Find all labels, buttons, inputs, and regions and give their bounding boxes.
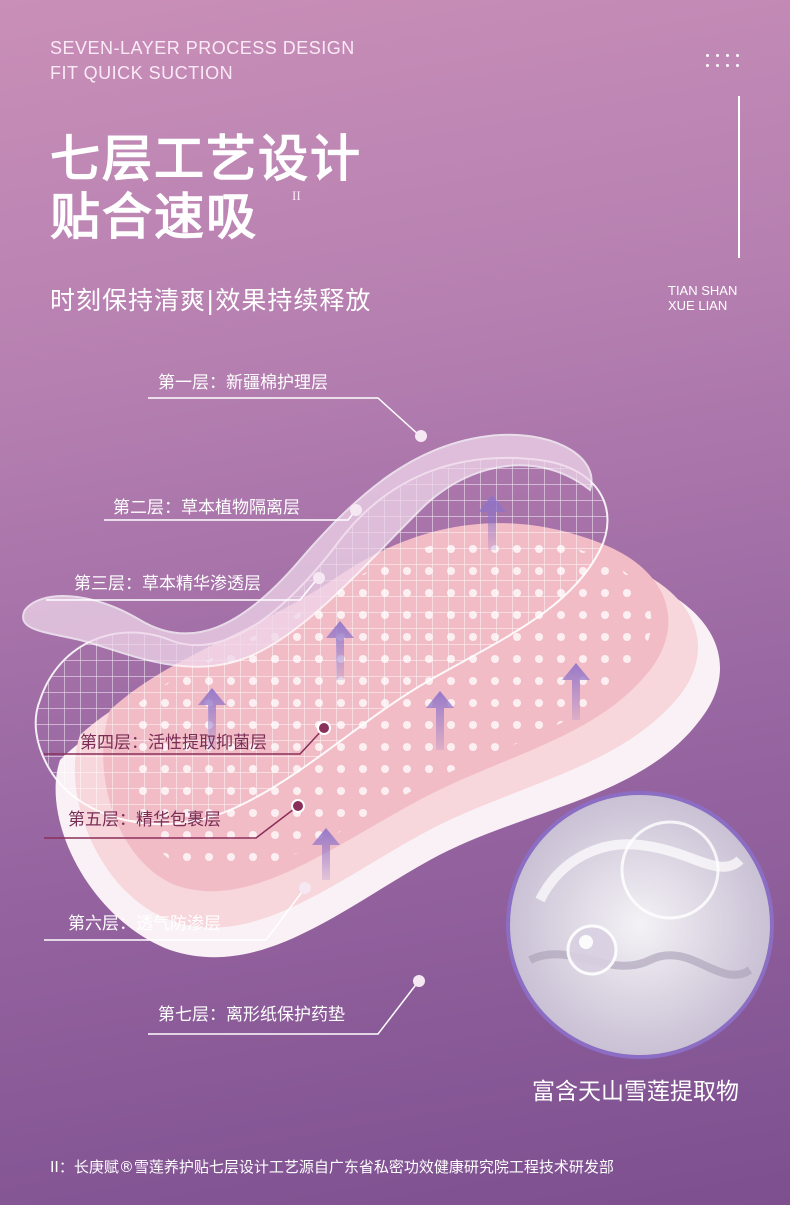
vertical-divider (738, 96, 740, 258)
side-label-line2: XUE LIAN (668, 298, 728, 313)
marker-dot (415, 430, 427, 442)
marker-dot (291, 799, 305, 813)
marker-dot (317, 721, 331, 735)
layer-label-3: 第三层：草本精华渗透层 (74, 574, 261, 594)
subtitle: 时刻保持清爽|效果持续释放 (50, 286, 372, 315)
leader-layer3 (46, 577, 319, 601)
arrow-up-icon (426, 691, 454, 750)
page-title: 七层工艺设计 贴合速吸 (50, 130, 362, 246)
title-line1: 七层工艺设计 (50, 130, 362, 188)
dots-icon (706, 54, 742, 70)
leader-layer6 (44, 887, 306, 941)
english-heading-line2: FIT QUICK SUCTION (50, 63, 234, 83)
marker-dot (350, 504, 362, 516)
layer-label-2: 第二层：草本植物隔离层 (113, 498, 300, 518)
absorption-arrows (198, 495, 590, 880)
layer-label-6: 第六层：透气防渗层 (68, 914, 221, 934)
footnote-marker: II (292, 188, 301, 203)
title-line2: 贴合速吸 (50, 188, 258, 246)
arrow-up-icon (562, 663, 590, 720)
leader-layer1 (148, 397, 421, 437)
extract-caption: 富含天山雪莲提取物 (532, 1079, 739, 1105)
layer-label-4: 第四层：活性提取抑菌层 (80, 733, 267, 753)
arrow-up-icon (198, 688, 226, 750)
leader-layer4 (44, 727, 325, 755)
layer-label-1: 第一层：新疆棉护理层 (158, 373, 328, 393)
side-label-line1: TIAN SHAN (668, 283, 738, 298)
arrow-up-icon (312, 828, 340, 880)
layer-label-7: 第七层：离形纸保护药垫 (158, 1005, 345, 1025)
arrow-up-icon (478, 495, 506, 550)
layer-label-5: 第五层：精华包裹层 (68, 810, 221, 830)
marker-dot (299, 882, 311, 894)
leader-layer5 (44, 805, 299, 839)
marker-dot (413, 975, 425, 987)
side-label: TIAN SHAN XUE LIAN (668, 283, 737, 313)
layer1-cotton (22, 433, 593, 668)
english-heading-line1: SEVEN-LAYER PROCESS DESIGN (50, 38, 355, 58)
footnote: II：长庚赋®雪莲养护贴七层设计工艺源自广东省私密功效健康研究院工程技术研发部 (50, 1158, 614, 1176)
english-heading: SEVEN-LAYER PROCESS DESIGN FIT QUICK SUC… (50, 36, 355, 86)
leader-layer7 (148, 981, 419, 1035)
arrow-up-icon (326, 621, 354, 680)
pad-layers-illustration (22, 397, 774, 1059)
marker-dot (313, 572, 325, 584)
snow-lotus-extract-image (506, 791, 774, 1059)
